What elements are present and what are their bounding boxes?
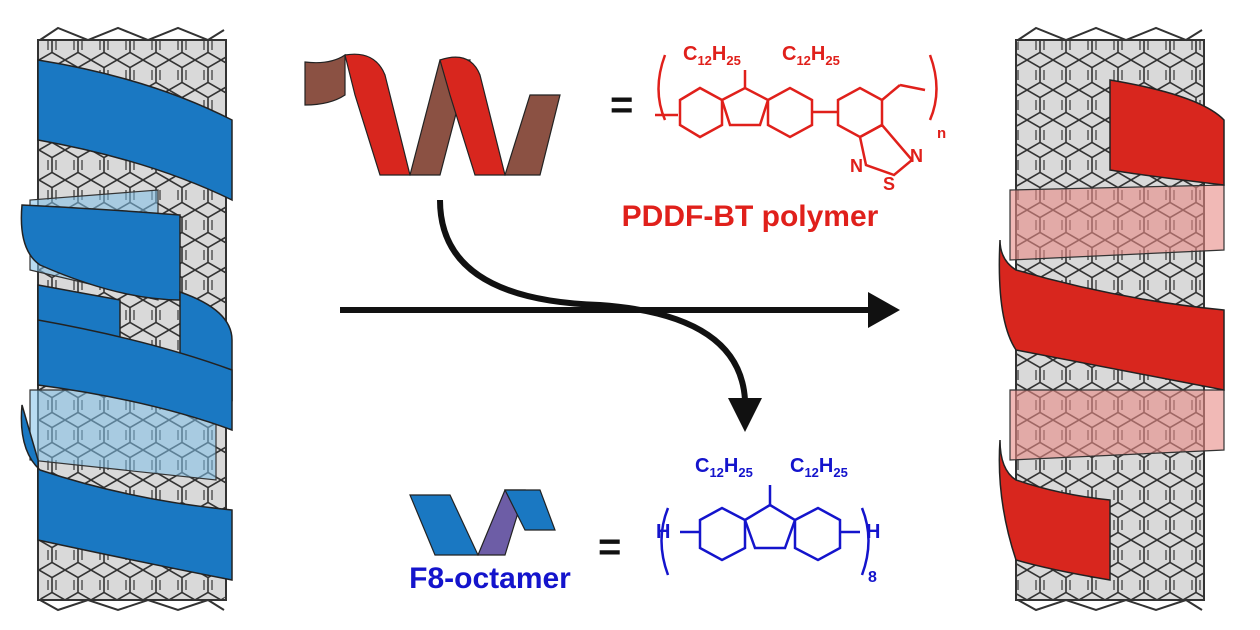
polymer-equals-sign: = (610, 83, 633, 127)
oligomer-ribbon-icon (409, 489, 556, 556)
main-arrow (340, 292, 900, 328)
polymer-ribbon-icon (304, 53, 561, 176)
oligomer-end-right: H (866, 521, 880, 543)
polymer-repeat-index: n (937, 125, 946, 142)
polymer-substituent-right: C12H25 (782, 43, 840, 68)
oligomer-name: F8-octamer (409, 562, 571, 595)
polymer-name: PDDF-BT polymer (622, 200, 879, 233)
right-red-helical-wrap (998, 79, 1225, 581)
oligomer-end-left: H (656, 521, 670, 543)
atom-s: S (883, 174, 895, 194)
oligomer-substituent-right: C12H25 (790, 455, 848, 480)
oligomer-substituent-left: C12H25 (695, 455, 753, 480)
exchange-curved-arrow (437, 199, 762, 432)
oligomer-repeat-index: 8 (868, 569, 877, 586)
oligomer-equals-sign: = (598, 525, 621, 569)
f8-structure (660, 485, 870, 576)
pddf-bt-structure (655, 54, 938, 177)
atom-n-left: N (850, 156, 863, 176)
left-blue-helical-wrap (20, 59, 233, 581)
polymer-substituent-left: C12H25 (683, 43, 741, 68)
atom-n-right: N (910, 146, 923, 166)
